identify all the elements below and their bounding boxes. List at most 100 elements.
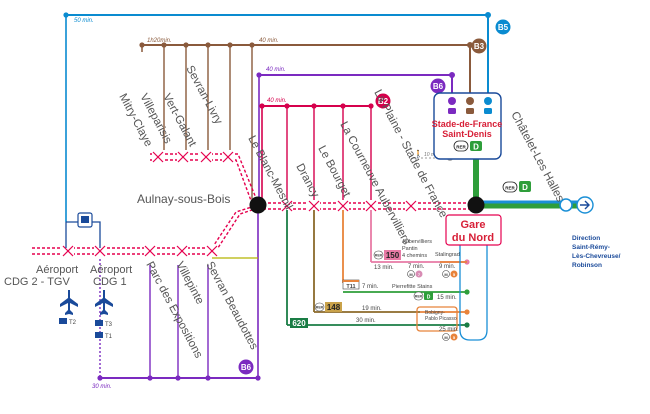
station-cross-mark [337,200,349,212]
terminal-t3: T3 [105,322,113,328]
b2-stop [259,103,265,109]
metro-icon [442,270,450,278]
aulnay-node[interactable] [249,196,267,214]
direction-line: Robinson [572,262,602,269]
b6-badge-label: B6 [433,82,444,91]
rer-icon-label: RER [375,254,383,258]
b2-badge-label: B2 [378,97,389,106]
station-chatelet[interactable]: Châtelet-Les Halles [508,110,566,204]
station-sevran-livry[interactable]: Sevran-Livry [183,64,224,127]
gare-du-nord-node[interactable] [467,196,485,214]
rer-icon [314,302,325,312]
b3-badge-label: B3 [474,42,485,51]
b3-badge[interactable] [471,38,487,54]
hub-stade-name: Stade-de-France [432,119,503,129]
chatelet-node[interactable] [559,198,573,212]
b6-stop [449,72,455,78]
rer-d-icon-label: D [427,295,431,301]
station-cross-mark [405,200,417,212]
b6-stop [256,72,262,78]
line-b6: 40 min. B6 [256,67,455,202]
hub-gare-name: Gare [460,219,485,231]
direction-line: Saint-Rémy- [572,244,610,251]
line-b3: 1h20min. 40 min. B3 [139,38,487,98]
rer-b-station-marks [62,151,417,257]
metro-icon-label: M [409,272,413,277]
metro-line-5-label: 5 [453,335,456,340]
rer-icon-label: RER [415,295,423,299]
station-le-bourget[interactable]: Le Bourget [315,144,352,200]
picasso-box [416,306,458,332]
b6-badge[interactable] [430,78,446,94]
direction-line: Direction [572,235,600,242]
airport-cdg1-line2[interactable]: CDG 1 [93,276,127,288]
airport-cdg2-line2[interactable]: CDG 2 - TGV [4,276,70,288]
bus150-time: 13 min. [374,265,394,271]
b2-badge[interactable] [375,93,391,109]
rer-icon-label: RER [316,306,324,310]
station-cross-mark [144,245,156,257]
station-sevran-beaudottes[interactable]: Sevran Beaudottes [203,260,260,352]
station-cross-mark [281,200,293,212]
plaine-walk-time: 10 min. [424,152,440,158]
bus620-badge[interactable] [290,318,308,328]
north-feeders [163,45,372,202]
direction-line: Lès-Chevreuse/ [572,253,621,260]
hub-gare-subname: du Nord [452,232,494,244]
stalingrad-time: 9 min. [439,264,456,270]
terminal-plane-icon [95,332,103,338]
b6-bottom-stop [175,375,181,381]
b6-bottom-stop [255,375,261,381]
line-b5: 50 min. B5 [63,12,511,222]
rer-icon [453,140,469,152]
bus148-number: 148 [327,303,341,312]
airport-cdg1-line1[interactable]: Aéroport [90,264,132,276]
b6-bottom-stop [205,375,211,381]
walk-icon: 🚶 [414,149,423,158]
rer-d-icon [470,141,482,151]
bus620-time: 30 min. [356,318,376,324]
rer-d-icon-label: D [522,183,528,192]
station-aulnay[interactable]: Aulnay-sous-Bois [137,192,230,206]
line-b6-bottom: 30 min. B6 [92,205,261,390]
b6-bottom-time: 30 min. [92,384,112,390]
t11-time2: 15 min. [437,295,457,301]
b6-bottom-stop [97,375,103,381]
bus150-dest: Aubervilliers [402,239,432,245]
stade-de-france-hub[interactable]: Stade-de-France Saint-Denis RER D [432,92,503,160]
b5-badge[interactable] [495,19,511,35]
connection-lines [286,210,470,328]
rer-d-icon [519,181,531,192]
station-parc-expositions[interactable]: Parc des Expositions [143,260,204,361]
gare-du-nord-hub[interactable]: Gare du Nord [445,214,502,246]
b3-time-right: 40 min. [259,38,279,44]
station-cross-mark [94,245,106,257]
hub-b5-dot [484,97,492,105]
hub-b3-dot [466,97,474,105]
airport-cdg2-line1[interactable]: Aéroport [36,264,78,276]
b6-time: 40 min. [266,67,286,73]
stalingrad-name: Stalingrad [435,252,460,258]
rer-icon [502,181,518,193]
b2-time: 40 min. [267,98,287,104]
bus-icon [484,108,492,114]
station-cross-mark [152,151,164,163]
metro-icon [407,270,415,278]
rer-icon-label: RER [505,186,515,191]
t11-label: T11 [346,284,355,290]
b5-stop [485,12,491,18]
bus150-badge[interactable] [384,250,401,260]
bus150-walk-time: 7 min. [408,264,425,270]
station-cross-mark [365,200,377,212]
bus148-badge[interactable] [325,302,342,312]
rer-d-icon-label: D [473,143,479,152]
station-drancy[interactable]: Drancy [293,162,321,200]
station-cross-mark [222,151,234,163]
b6-bottom-badge[interactable] [238,359,254,375]
bus150-number: 150 [386,251,400,260]
bus148-dest: Bobigny- [425,310,445,316]
bus150-dest: Pantin [402,246,418,252]
bus-icon [466,108,474,114]
direction-label: Direction Saint-Rémy- Lès-Chevreuse/ Rob… [572,235,621,269]
